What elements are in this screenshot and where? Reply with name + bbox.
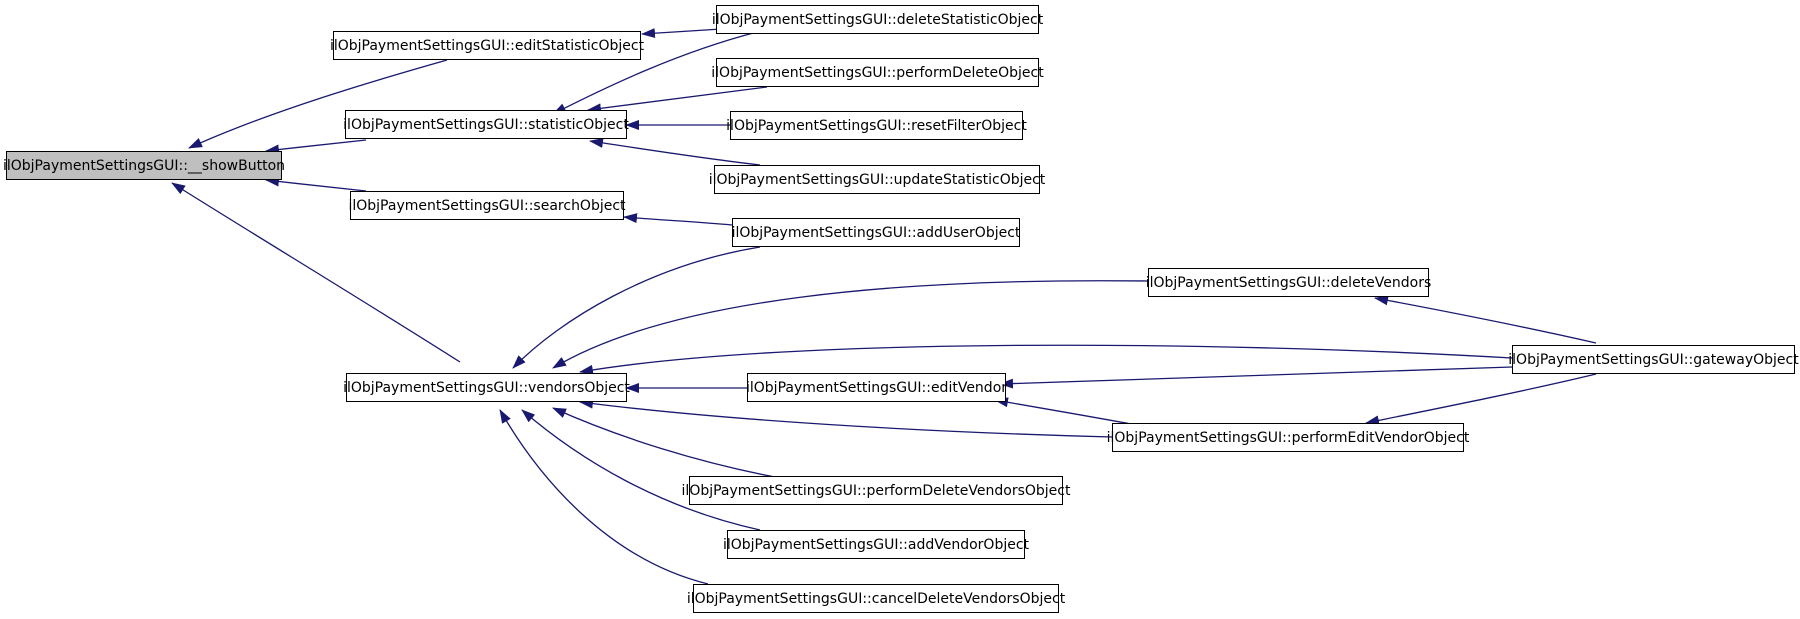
node-edit-vendor[interactable]: ilObjPaymentSettingsGUI::editVendor xyxy=(746,373,1007,402)
edge-vendorsObject-to-showButton xyxy=(171,182,461,363)
edge-searchObject-to-showButton xyxy=(265,176,367,192)
node-perform-edit-vendor-object[interactable]: ilObjPaymentSettingsGUI::performEditVend… xyxy=(1107,423,1469,452)
edge-gatewayObject-to-editVendor xyxy=(999,366,1513,389)
edge-performDeleteObject-to-statisticObject xyxy=(587,86,768,114)
edge-gatewayObject-to-vendorsObject xyxy=(579,344,1513,375)
edge-addUserObject-to-searchObject xyxy=(623,213,733,226)
edge-gatewayObject-to-deleteVendors xyxy=(1374,295,1597,344)
node-reset-filter-object[interactable]: ilObjPaymentSettingsGUI::resetFilterObje… xyxy=(726,111,1027,140)
edge-deleteStatisticObject-to-statisticObject xyxy=(552,31,758,115)
node-edit-statistic-object[interactable]: ilObjPaymentSettingsGUI::editStatisticOb… xyxy=(330,31,644,60)
edge-editStatisticObject-to-showButton xyxy=(188,59,448,149)
node-add-user-object[interactable]: ilObjPaymentSettingsGUI::addUserObject xyxy=(732,218,1020,247)
edge-performEditVendorObject-to-vendorsObject xyxy=(579,398,1113,438)
node-cancel-delete-vendors-object[interactable]: ilObjPaymentSettingsGUI::cancelDeleteVen… xyxy=(687,584,1065,613)
node-delete-statistic-object[interactable]: ilObjPaymentSettingsGUI::deleteStatistic… xyxy=(712,5,1043,34)
node-perform-delete-vendors-object[interactable]: ilObjPaymentSettingsGUI::performDeleteVe… xyxy=(682,476,1070,505)
edge-statisticObject-to-showButton xyxy=(265,139,367,155)
node-vendors-object[interactable]: ilObjPaymentSettingsGUI::vendorsObject xyxy=(343,373,630,402)
node-search-object[interactable]: ilObjPaymentSettingsGUI::searchObject xyxy=(348,191,626,220)
edge-addVendorObject-to-vendorsObject xyxy=(521,409,761,531)
node-statistic-object[interactable]: ilObjPaymentSettingsGUI::statisticObject xyxy=(343,110,629,139)
node-add-vendor-object[interactable]: ilObjPaymentSettingsGUI::addVendorObject xyxy=(723,530,1029,559)
node-update-statistic-object[interactable]: ilObjPaymentSettingsGUI::updateStatistic… xyxy=(709,165,1045,194)
node-show-button: ilObjPaymentSettingsGUI::__showButton xyxy=(3,151,285,180)
edge-cancelDeleteVendorsObject-to-vendorsObject xyxy=(499,409,709,585)
node-gateway-object[interactable]: ilObjPaymentSettingsGUI::gatewayObject xyxy=(1508,345,1799,374)
edge-addUserObject-to-vendorsObject xyxy=(512,246,761,369)
node-perform-delete-object[interactable]: ilObjPaymentSettingsGUI::performDeleteOb… xyxy=(711,58,1044,87)
edge-deleteVendors-to-vendorsObject xyxy=(552,280,1149,369)
edge-updateStatisticObject-to-statisticObject xyxy=(589,137,761,166)
edge-gatewayObject-to-performEditVendorObject xyxy=(1365,373,1597,426)
edge-performDeleteVendorsObject-to-vendorsObject xyxy=(552,407,781,479)
node-delete-vendors[interactable]: ilObjPaymentSettingsGUI::deleteVendors xyxy=(1146,268,1431,297)
